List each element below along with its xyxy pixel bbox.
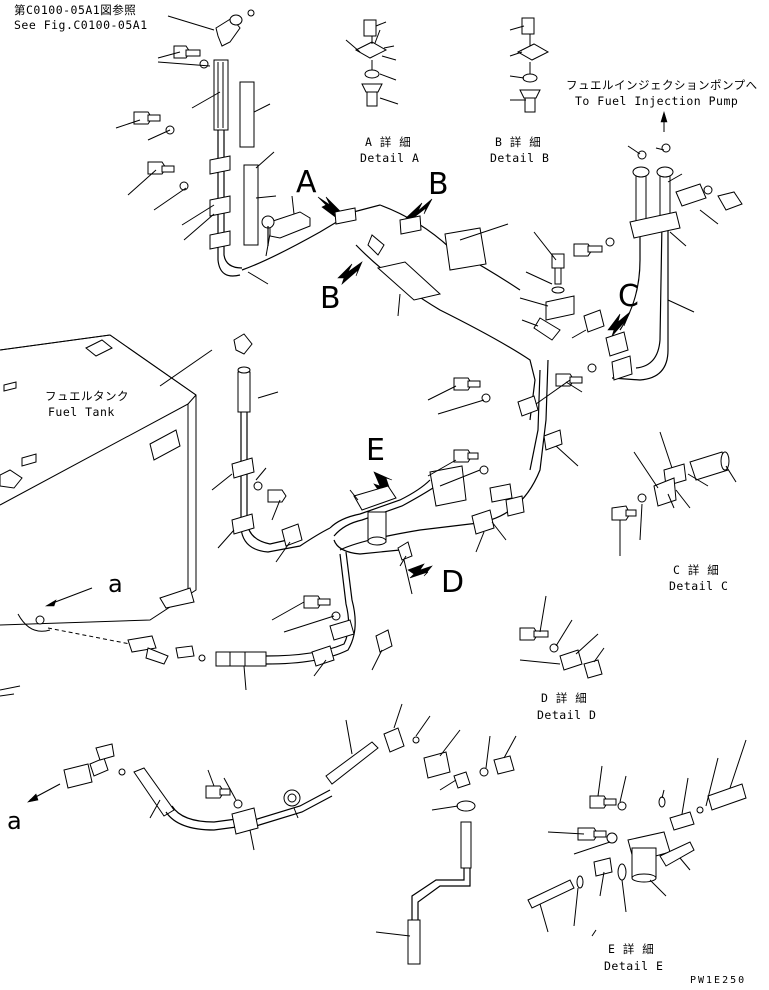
detail-b-parts xyxy=(509,17,550,113)
main-upper-pipe xyxy=(241,29,549,551)
lower-pipe-run xyxy=(17,551,393,691)
detail-d-en: Detail D xyxy=(537,708,596,722)
callout-c: C xyxy=(618,279,639,314)
detail-a-en: Detail A xyxy=(360,151,419,165)
detail-b-jp: B 詳 細 xyxy=(495,135,541,149)
see-fig-jp: 第C0100-05A1図参照 xyxy=(14,3,136,17)
arrow-b-lower xyxy=(337,261,363,285)
detail-e-jp: E 詳 細 xyxy=(608,942,654,956)
fuel-tank-en: Fuel Tank xyxy=(48,405,115,419)
left-vertical-pipe-assembly xyxy=(115,45,277,285)
callout-b: B xyxy=(428,167,449,202)
detail-c-en: Detail C xyxy=(669,579,728,593)
detail-d-jp: D 詳 細 xyxy=(541,691,587,705)
arrow-d xyxy=(407,563,433,579)
arrow-c xyxy=(607,311,631,337)
tank-outlet-pipe xyxy=(211,333,331,563)
right-pipe-assembly xyxy=(519,110,743,393)
callout-b-lower: B xyxy=(320,281,341,316)
arrow-a xyxy=(317,196,341,220)
callout-d: D xyxy=(441,565,464,600)
detail-e-en: Detail E xyxy=(604,959,663,973)
callout-a: A xyxy=(296,165,317,200)
detail-c-parts xyxy=(611,431,737,556)
callout-e: E xyxy=(366,433,385,468)
detail-e-parts xyxy=(527,739,747,937)
to-pump-jp: フュエルインジェクションポンプへ xyxy=(566,78,758,92)
top-elbow-fitting xyxy=(167,9,255,47)
detail-a-jp: A 詳 細 xyxy=(365,135,411,149)
fuel-tank xyxy=(0,334,213,697)
fuel-tank-jp: フュエルタンク xyxy=(45,389,129,403)
detail-a-parts xyxy=(345,19,399,107)
detail-c-jp: C 詳 細 xyxy=(673,563,719,577)
detail-b-en: Detail B xyxy=(490,151,549,165)
callout-a-lower-top: a xyxy=(108,570,123,598)
callout-a-lower-bottom: a xyxy=(7,807,22,835)
drawing-code: PW1E250 xyxy=(690,975,746,985)
bottom-pipe-assembly xyxy=(27,703,517,965)
fuel-filter-assembly xyxy=(329,223,579,595)
short-hose-fitting xyxy=(261,195,311,257)
detail-d-parts xyxy=(519,595,605,679)
see-fig-en: See Fig.C0100-05A1 xyxy=(14,18,148,32)
to-pump-en: To Fuel Injection Pump xyxy=(575,94,738,108)
